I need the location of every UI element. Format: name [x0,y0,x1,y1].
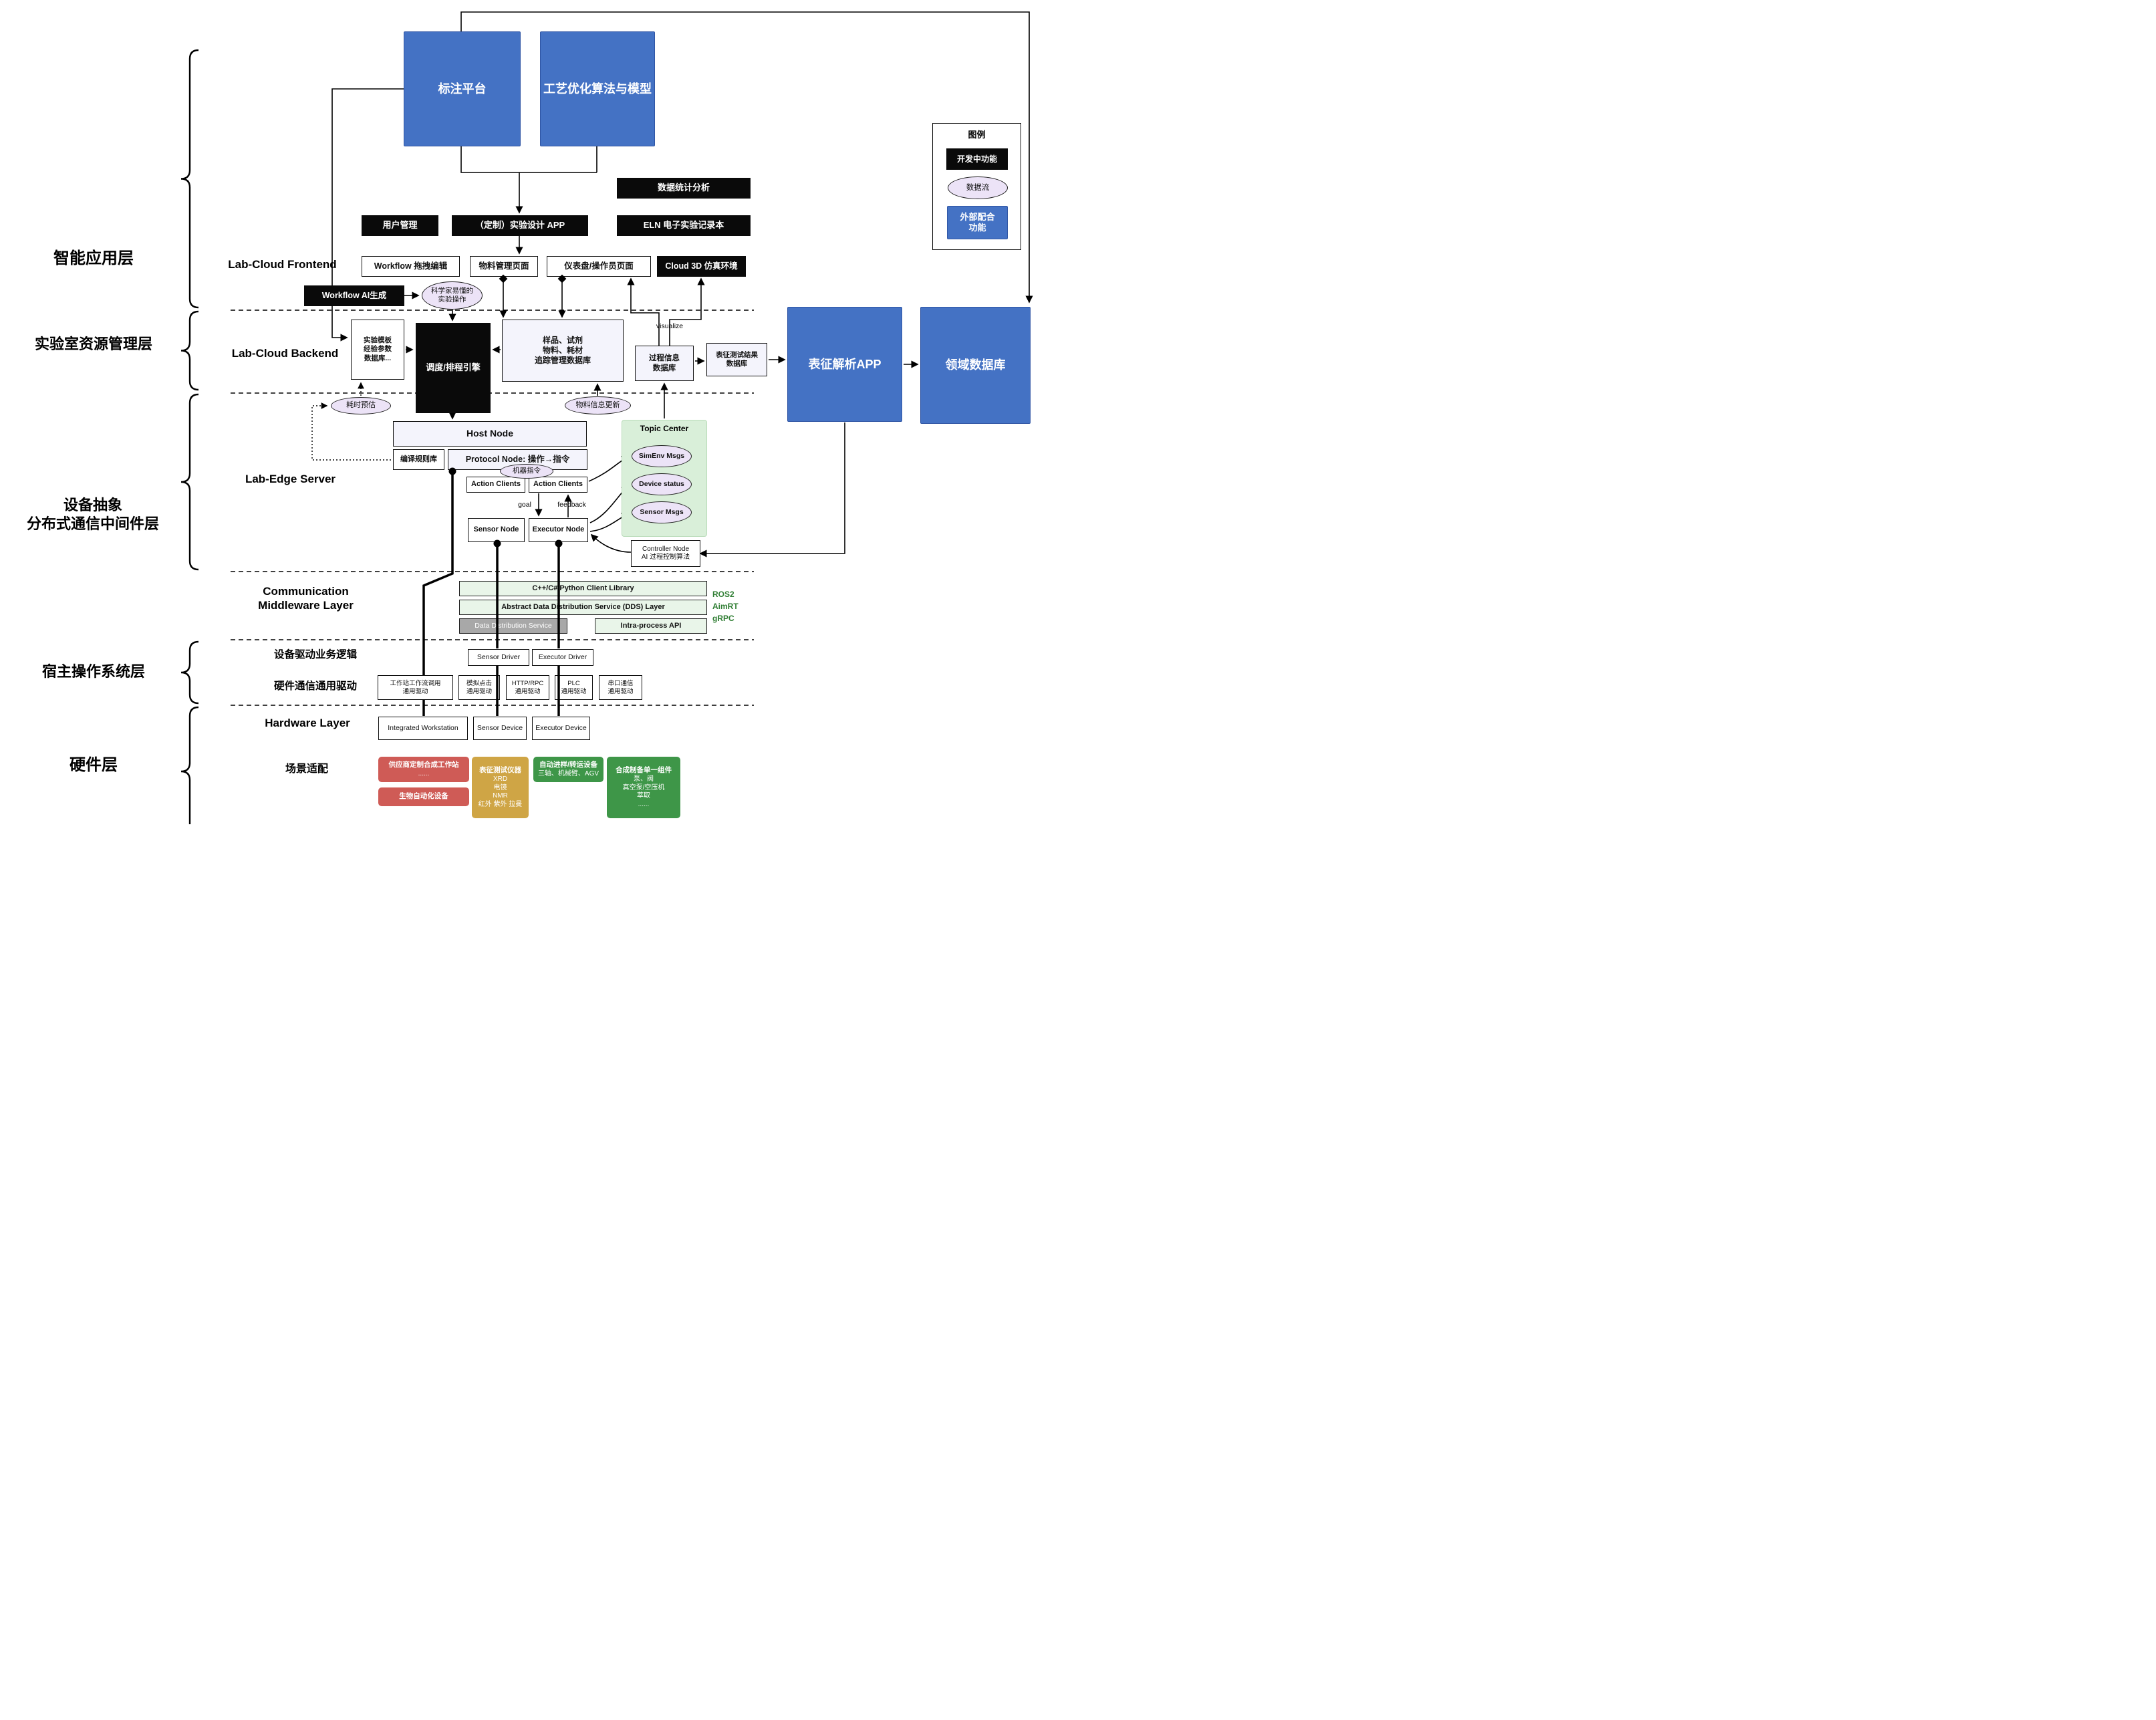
node-executor-device: Executor Device [532,717,590,740]
section-label-hw-drivers: 硬件通信通用驱动 [273,681,357,692]
legend-developing: 开发中功能 [946,148,1008,170]
node-data-statistics: 数据统计分析 [617,178,751,199]
synthesis-components-body: 泵、阀 真空泵/空压机 萃取 ...... [622,775,665,808]
section-label-backend: Lab-Cloud Backend [231,347,339,360]
node-sensor-driver: Sensor Driver [468,649,529,666]
legend-dataflow: 数据流 [948,176,1008,199]
layer-braces [180,49,199,824]
node-synthesis-components: 合成制备单一组件 泵、阀 真空泵/空压机 萃取 ...... [607,757,680,818]
node-intra-process-api: Intra-process API [595,618,707,634]
node-driver-click: 模拟点击 通用驱动 [458,675,500,700]
architecture-diagram: 智能应用层 实验室资源管理层 设备抽象 分布式通信中间件层 宿主操作系统层 硬件… [0,0,1033,824]
node-scientist-operations: 科学家易懂的 实验操作 [422,281,483,310]
node-characterization-result-db: 表征测试结果 数据库 [706,343,767,376]
vendor-workstation-title: 供应商定制合成工作站 [388,760,459,769]
node-dds-layer: Abstract Data Distribution Service (DDS)… [459,600,707,615]
section-label-driver-logic: 设备驱动业务逻辑 [273,649,357,660]
node-material-info-update: 物料信息更新 [565,396,631,414]
node-driver-plc: PLC 通用驱动 [555,675,593,700]
layer-label-lab-resource: 实验室资源管理层 [34,336,152,352]
section-label-hardware-layer: Hardware Layer [265,717,350,729]
node-domain-db: 领域数据库 [920,307,1031,424]
node-workflow-editor: Workflow 拖拽编辑 [362,256,460,277]
node-annotation-platform: 标注平台 [404,31,521,146]
characterization-instruments-title: 表征测试仪器 [479,765,521,774]
node-driver-serial: 串口通信 通用驱动 [599,675,642,700]
node-dds-service: Data Distribution Service [459,618,567,634]
characterization-instruments-body: XRD 电镜 NMR 红外 紫外 拉曼 [478,775,523,808]
node-material-page: 物料管理页面 [470,256,538,277]
topic-center-title: Topic Center [640,424,689,433]
node-dashboard-page: 仪表盘/操作员页面 [547,256,651,277]
node-workflow-ai-gen: Workflow AI生成 [304,285,404,306]
node-executor-driver: Executor Driver [532,649,593,666]
layer-label-device-abstraction: 设备抽象 分布式通信中间件层 [26,497,159,532]
node-sample-tracking-db: 样品、试剂 物料、耗材 追踪管理数据库 [502,320,624,382]
node-process-optimization: 工艺优化算法与模型 [540,31,655,146]
node-bio-automation: 生物自动化设备 [378,787,469,806]
node-driver-workstation: 工作站工作流调用 通用驱动 [378,675,453,700]
node-driver-http-rpc: HTTP/RPC 通用驱动 [506,675,549,700]
node-time-estimation: 耗时预估 [331,397,391,414]
annotation-feedback: feedback [557,501,586,509]
node-process-info-db: 过程信息 数据库 [635,346,694,381]
node-vendor-workstation: 供应商定制合成工作站 ...... [378,757,469,782]
node-characterization-app: 表征解析APP [787,307,902,422]
layer-label-hardware: 硬件层 [70,756,118,774]
node-characterization-instruments: 表征测试仪器 XRD 电镜 NMR 红外 紫外 拉曼 [472,757,529,818]
section-label-middleware: Communication Middleware Layer [258,585,354,612]
layer-label-intelligent-app: 智能应用层 [53,249,134,267]
annotation-visualize: visualize [656,322,684,330]
transfer-equipment-title: 自动进样/转运设备 [539,760,597,769]
node-cloud3d-sim: Cloud 3D 仿真环境 [657,256,746,277]
synthesis-components-title: 合成制备单一组件 [616,765,672,774]
node-experiment-template-db: 实验模板 经验参数 数据库... [351,320,404,380]
section-label-frontend: Lab-Cloud Frontend [228,258,337,271]
node-controller-node: Controller Node AI 过程控制算法 [631,540,700,567]
node-machine-command: 机器指令 [500,464,553,479]
node-experiment-design-app: （定制）实验设计 APP [452,215,588,236]
vendor-workstation-body: ...... [418,769,430,777]
section-label-scene-adapt: 场景适配 [285,763,328,775]
node-sensor-msgs: Sensor Msgs [632,501,692,523]
layer-label-host-os: 宿主操作系统层 [41,663,145,680]
node-device-status: Device status [632,473,692,495]
node-action-clients-2: Action Clients [529,477,587,493]
bio-automation-title: 生物自动化设备 [399,792,448,801]
node-simenv-msgs: SimEnv Msgs [632,445,692,467]
node-action-clients-1: Action Clients [466,477,525,493]
node-integrated-workstation: Integrated Workstation [378,717,468,740]
node-compile-rules: 编译规则库 [393,449,444,470]
node-transfer-equipment: 自动进样/转运设备 三轴、机械臂、AGV [533,757,603,782]
node-scheduler-engine: 调度/排程引擎 [416,323,491,413]
section-label-edge-server: Lab-Edge Server [245,473,336,485]
annotation-goal: goal [518,501,531,509]
legend-external: 外部配合 功能 [947,206,1008,239]
node-client-library: C++/C#/Python Client Library [459,581,707,596]
node-protocol-stack: ROS2 AimRT gRPC [712,590,738,623]
node-executor-node: Executor Node [529,518,588,542]
node-sensor-device: Sensor Device [473,717,527,740]
node-eln: ELN 电子实验记录本 [617,215,751,236]
transfer-equipment-body: 三轴、机械臂、AGV [537,769,599,777]
node-host-node: Host Node [393,421,587,447]
node-user-management: 用户管理 [362,215,438,236]
legend-title: 图例 [968,130,986,140]
node-sensor-node: Sensor Node [468,518,525,542]
